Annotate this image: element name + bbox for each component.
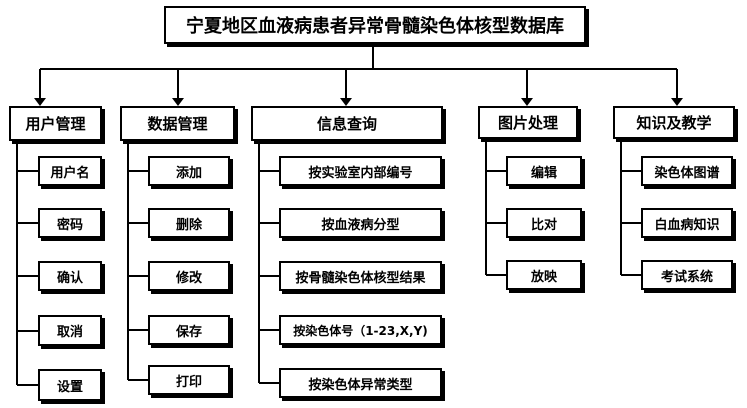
item-query-karyotype: 按骨髓染色体核型结果	[279, 261, 442, 291]
diagram-title: 宁夏地区血液病患者异常骨髓染色体核型数据库	[164, 6, 586, 44]
item-query-chromosome-number: 按染色体号（1-23,X,Y)	[279, 315, 442, 345]
item-slideshow: 放映	[506, 260, 582, 290]
item-delete: 删除	[148, 208, 230, 238]
item-query-abnormality-type: 按染色体异常类型	[279, 368, 442, 398]
item-confirm: 确认	[38, 261, 102, 291]
category-image-processing: 图片处理	[478, 106, 578, 139]
item-password: 密码	[38, 208, 102, 238]
item-leukemia-knowledge: 白血病知识	[641, 208, 733, 238]
item-chromosome-atlas: 染色体图谱	[641, 156, 733, 186]
item-query-lab-id: 按实验室内部编号	[279, 156, 442, 186]
item-edit: 编辑	[506, 156, 582, 186]
item-exam-system: 考试系统	[641, 260, 733, 290]
item-modify: 修改	[148, 261, 230, 291]
item-add: 添加	[148, 156, 230, 186]
category-data-management: 数据管理	[120, 106, 235, 141]
item-username: 用户名	[38, 156, 102, 186]
category-user-management: 用户管理	[9, 106, 102, 141]
category-info-query: 信息查询	[251, 106, 443, 141]
item-query-disease-type: 按血液病分型	[279, 208, 442, 238]
item-cancel: 取消	[38, 315, 102, 346]
item-settings: 设置	[38, 369, 102, 401]
item-compare: 比对	[506, 208, 582, 238]
item-print: 打印	[148, 365, 230, 395]
item-save: 保存	[148, 315, 230, 345]
category-knowledge-teaching: 知识及教学	[613, 106, 735, 139]
